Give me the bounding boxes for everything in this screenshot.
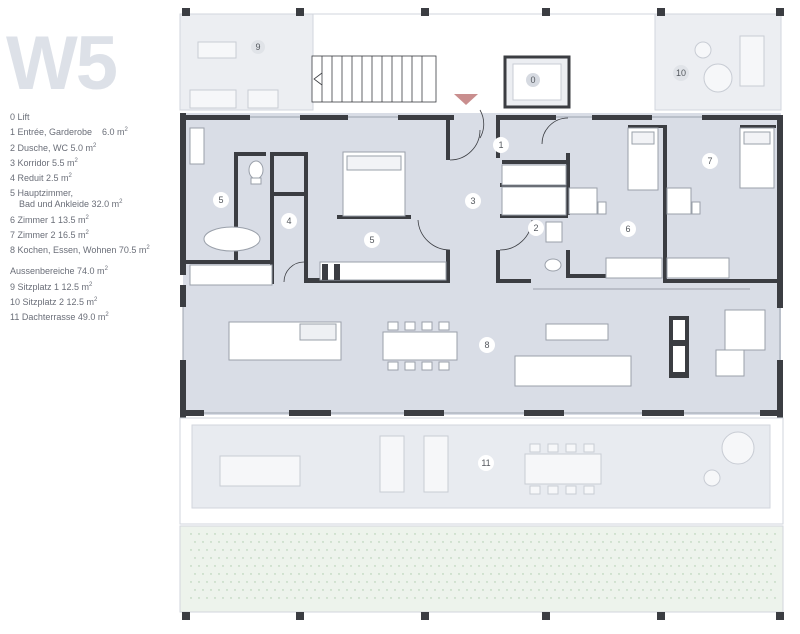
columns-bottom	[182, 612, 784, 620]
legend-item-zimmer1: 6 Zimmer 1 13.5 m2	[10, 214, 89, 225]
label-lift: 0	[530, 75, 535, 85]
label-sitzplatz2: 10	[676, 68, 686, 78]
legend-item-sitzplatz1: 9 Sitzplatz 1 12.5 m2	[10, 281, 93, 292]
legend-item-dusche: 2 Dusche, WC 5.0 m2	[10, 142, 97, 153]
legend-item-wohnen: 8 Kochen, Essen, Wohnen 70.5 m2	[10, 245, 150, 256]
sofa	[514, 355, 632, 387]
label-korridor: 3	[470, 196, 475, 206]
label-dusche: 2	[533, 223, 538, 233]
legend-item-aussenbereiche: Aussenbereiche 74.0 m2	[10, 266, 108, 277]
legend-item-lift: 0 Lift	[10, 112, 30, 122]
unit-title: W5	[6, 21, 118, 106]
label-wohnen: 8	[484, 340, 489, 350]
legend-item-zimmer2: 7 Zimmer 2 16.5 m2	[10, 230, 89, 241]
label-zimmer1: 6	[625, 224, 630, 234]
label-zimmer2: 7	[707, 156, 712, 166]
label-dachterrasse: 11	[481, 458, 490, 468]
interior-walls	[186, 118, 777, 284]
legend-item-hauptzimmer: 5 Hauptzimmer,Bad und Ankleide 32.0 m2	[10, 188, 123, 210]
dining-table	[382, 331, 458, 361]
label-hauptzimmer: 5	[369, 235, 374, 245]
exterior-walls	[180, 113, 783, 418]
label-sitzplatz1: 9	[255, 42, 260, 52]
columns-top	[182, 8, 784, 16]
label-bad: 5	[218, 195, 223, 205]
label-reduit: 4	[286, 216, 291, 226]
green-roof	[179, 525, 784, 613]
staircase	[311, 55, 437, 103]
legend-item-sitzplatz2: 10 Sitzplatz 2 12.5 m2	[10, 296, 98, 307]
green-roof-dots	[190, 533, 776, 599]
legend-item-reduit: 4 Reduit 2.5 m2	[10, 173, 72, 184]
entrance-marker	[454, 94, 478, 105]
legend-item-korridor: 3 Korridor 5.5 m2	[10, 157, 78, 168]
label-entree: 1	[498, 140, 503, 150]
legend-item-dachterrasse: 11 Dachterrasse 49.0 m2	[10, 312, 109, 323]
